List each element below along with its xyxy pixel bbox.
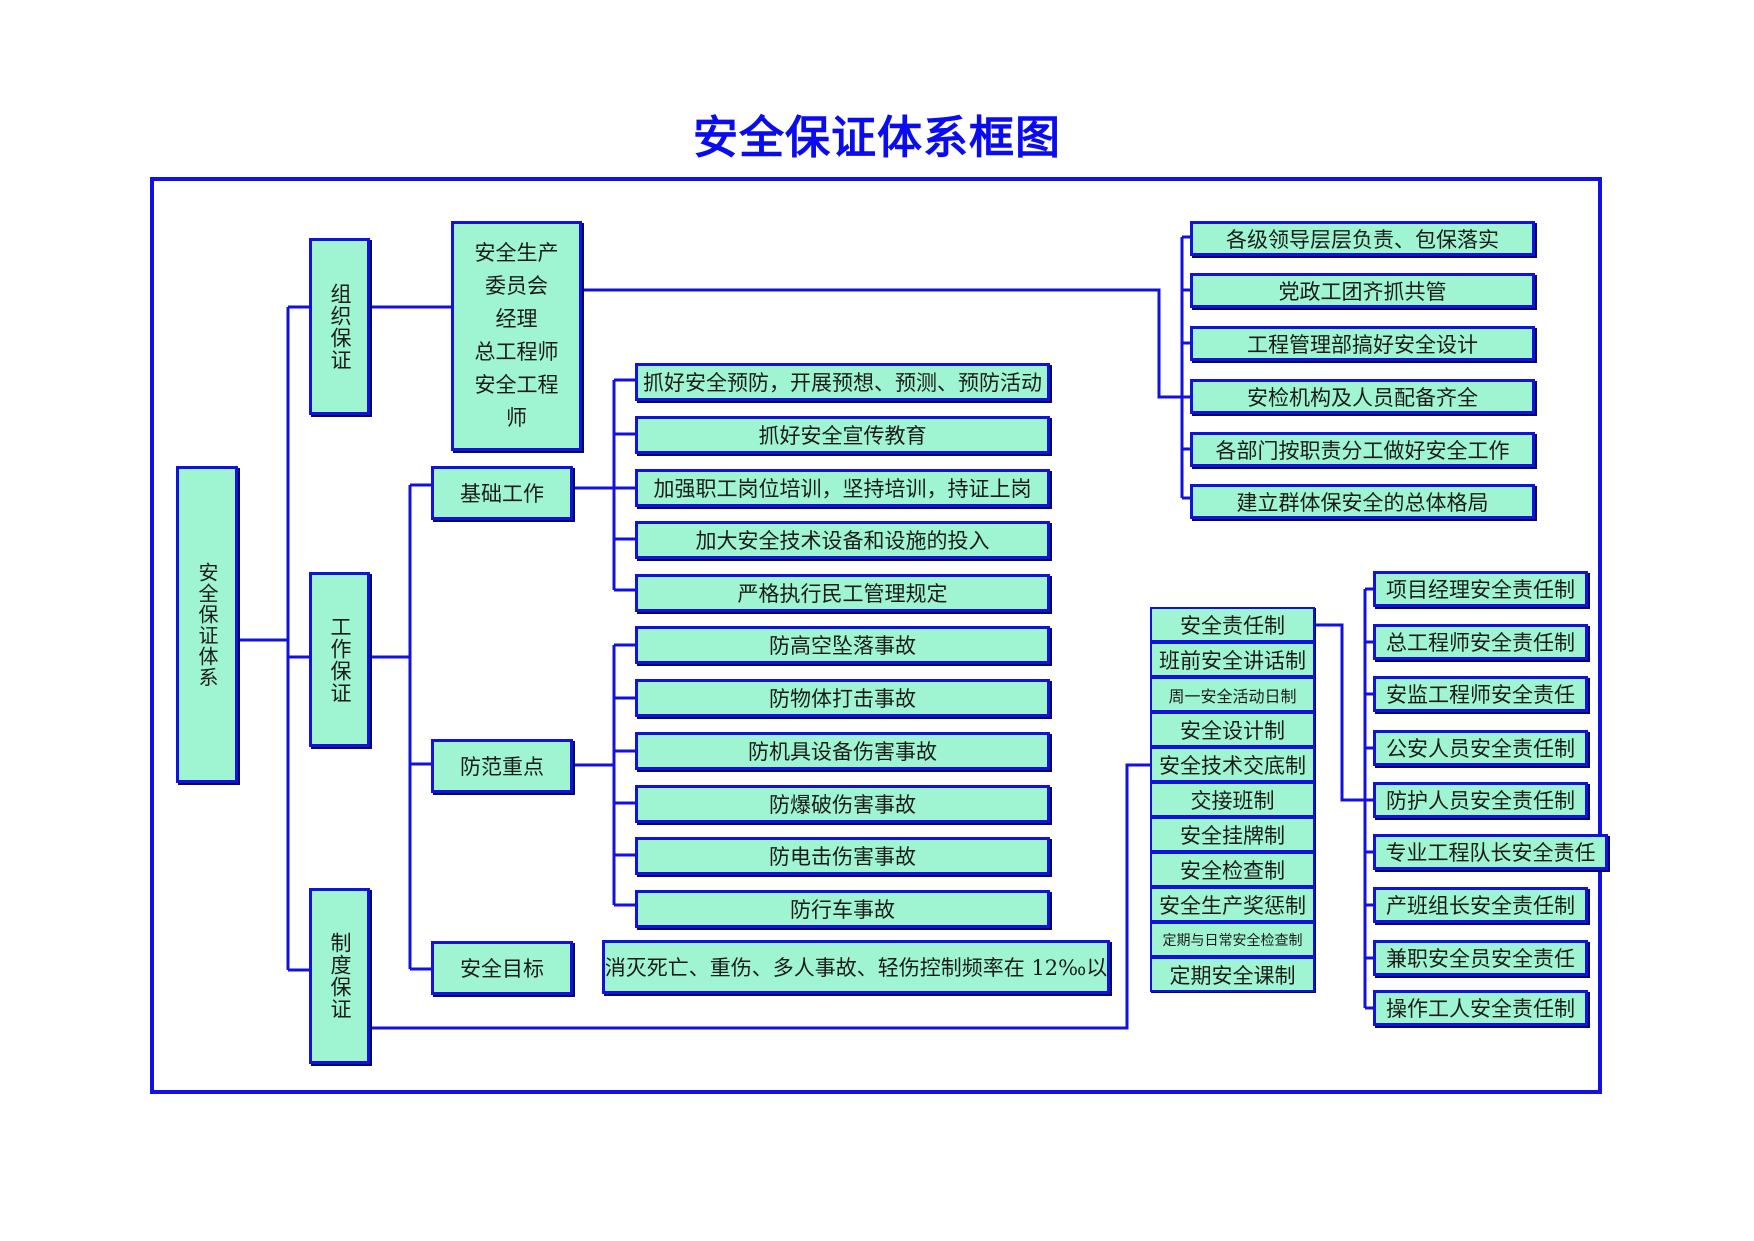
prevention-item: 防爆破伤害事故 [635,785,1050,823]
system-item: 安全责任制 [1150,607,1315,642]
system-item: 定期与日常安全检查制 [1150,922,1315,957]
line-system-to-list [370,763,1150,1030]
responsibility-item: 兼职安全员安全责任 [1373,940,1588,976]
system-item: 班前安全讲话制 [1150,642,1315,677]
system-item: 安全生产奖惩制 [1150,887,1315,922]
prevention-item: 防行车事故 [635,890,1050,928]
safety-committee-box: 安全生产 委员会 经理 总工程师 安全工程 师 [451,221,582,451]
responsibility-item: 专业工程队长安全责任 [1373,834,1608,870]
system-item: 交接班制 [1150,782,1315,817]
root-node: 安全保证体系 [176,466,238,783]
duty-item: 党政工团齐抓共管 [1190,273,1535,308]
system-item: 周一安全活动日制 [1150,677,1315,712]
line-system-to-responsibilities [1315,623,1373,802]
responsibility-item: 安监工程师安全责任 [1373,676,1588,712]
foundation-item: 抓好安全宣传教育 [635,416,1050,454]
system-item: 安全技术交底制 [1150,747,1315,782]
duty-item: 各部门按职责分工做好安全工作 [1190,432,1535,467]
responsibility-item: 项目经理安全责任制 [1373,571,1588,607]
foundation-work-box: 基础工作 [431,466,573,520]
duty-item: 工程管理部搞好安全设计 [1190,326,1535,361]
prevention-item: 防高空坠落事故 [635,626,1050,664]
responsibility-item: 操作工人安全责任制 [1373,990,1588,1026]
duty-item: 各级领导层层负责、包保落实 [1190,221,1535,256]
prevention-focus-box: 防范重点 [431,739,573,793]
responsibility-item: 总工程师安全责任制 [1373,624,1588,660]
branch-work: 工作保证 [309,572,370,747]
duty-item: 安检机构及人员配备齐全 [1190,379,1535,414]
duty-item: 建立群体保安全的总体格局 [1190,484,1535,519]
system-item: 安全挂牌制 [1150,817,1315,852]
line-committee-to-duties [582,288,1190,399]
foundation-item: 加大安全技术设备和设施的投入 [635,521,1050,559]
branch-organization: 组织保证 [309,238,370,415]
responsibility-item: 产班组长安全责任制 [1373,887,1588,923]
system-item: 定期安全课制 [1150,957,1315,992]
system-item: 安全设计制 [1150,712,1315,747]
foundation-item: 严格执行民工管理规定 [635,574,1050,612]
page-title: 安全保证体系框图 [692,111,1061,164]
prevention-item: 防电击伤害事故 [635,837,1050,875]
system-item: 安全检查制 [1150,852,1315,887]
foundation-item: 抓好安全预防，开展预想、预测、预防活动 [635,363,1050,401]
branch-system: 制度保证 [309,888,370,1064]
prevention-item: 防机具设备伤害事故 [635,732,1050,770]
responsibility-item: 防护人员安全责任制 [1373,782,1588,818]
prevention-item: 防物体打击事故 [635,679,1050,717]
foundation-item: 加强职工岗位培训，坚持培训，持证上岗 [635,469,1050,507]
safety-goal-box: 安全目标 [431,941,573,995]
responsibility-item: 公安人员安全责任制 [1373,730,1588,766]
diagram-frame [150,177,1602,1094]
safety-goal-text: 消灭死亡、重伤、多人事故、轻伤控制频率在 12‰以 [602,940,1110,994]
